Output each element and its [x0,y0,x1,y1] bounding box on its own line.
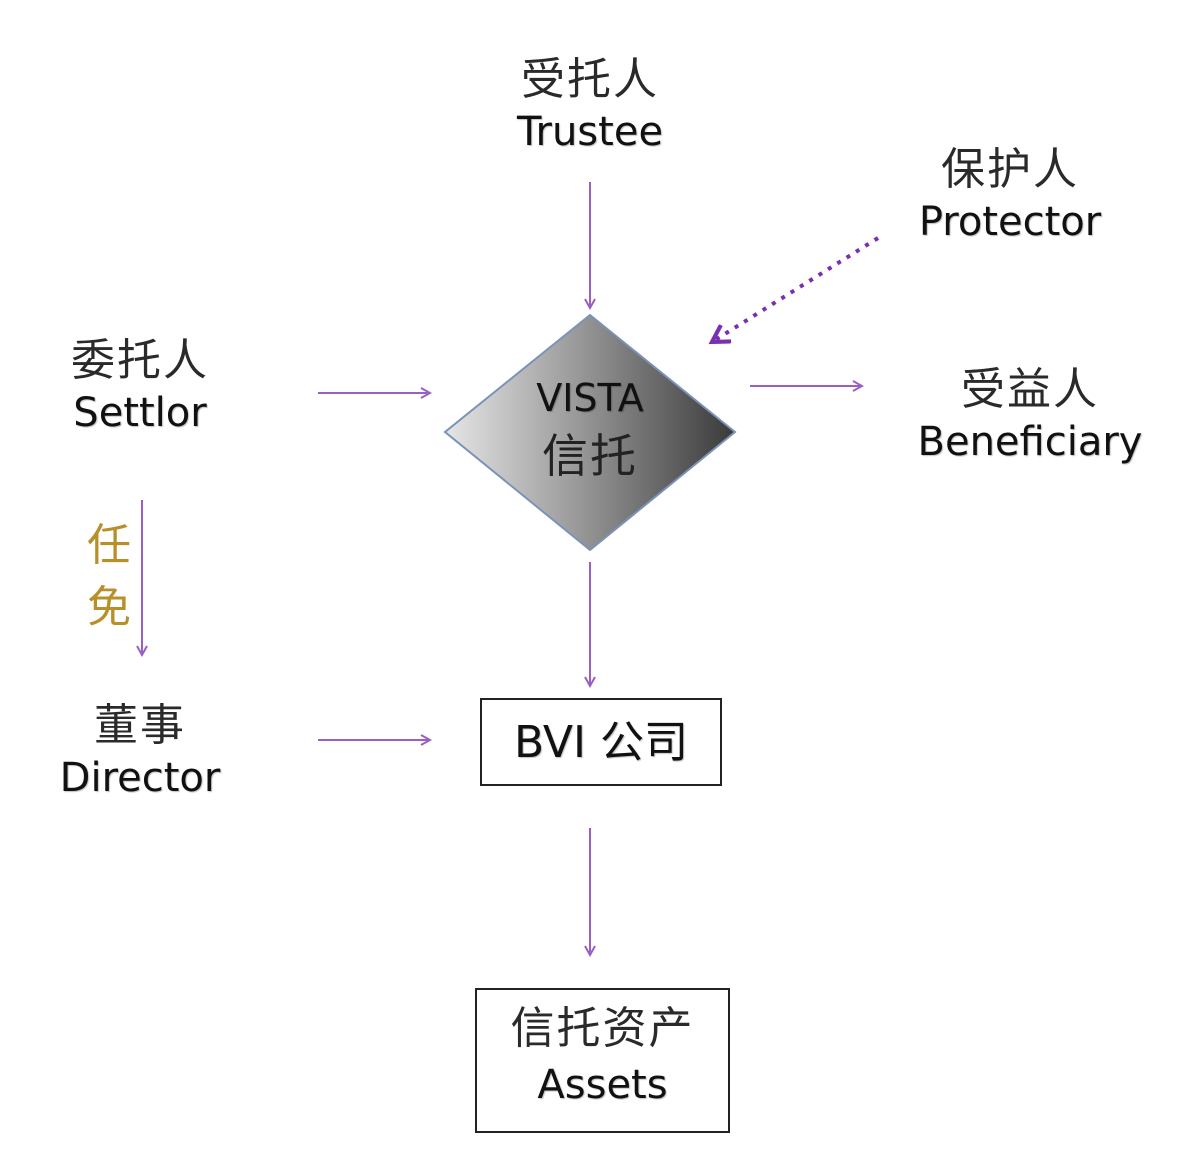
trust-node-label: VISTA 信托 [490,376,690,486]
settlor-en-label: Settlor [73,390,207,436]
protector-node: 保护人 Protector [895,142,1125,247]
settlor-cn-label: 委托人 [71,335,209,386]
assets-cn-label: 信托资产 [510,1003,695,1054]
arrow-protector-to-trust [712,236,880,342]
assets-box: 信托资产 Assets [475,988,730,1133]
appoint-label: 任免 [87,520,131,633]
trust-en-label: VISTA [536,376,644,420]
assets-en-label: Assets [537,1062,668,1109]
director-en-label: Director [59,755,221,801]
trust-diamond [443,313,737,552]
trustee-cn-label: 受托人 [521,54,659,105]
protector-en-label: Protector [918,199,1102,245]
beneficiary-node: 受益人 Beneficiary [900,362,1160,467]
trustee-en-label: Trustee [516,109,664,155]
beneficiary-cn-label: 受益人 [961,364,1099,415]
bvi-company-box: BVI 公司 [480,698,722,786]
trust-cn-label: 信托 [542,429,638,483]
bvi-company-label: BVI 公司 [514,717,688,768]
director-node: 董事 Director [40,698,240,803]
beneficiary-en-label: Beneficiary [917,419,1143,465]
trustee-node: 受托人 Trustee [490,52,690,157]
settlor-node: 委托人 Settlor [40,333,240,438]
protector-cn-label: 保护人 [941,144,1079,195]
director-cn-label: 董事 [94,700,186,751]
